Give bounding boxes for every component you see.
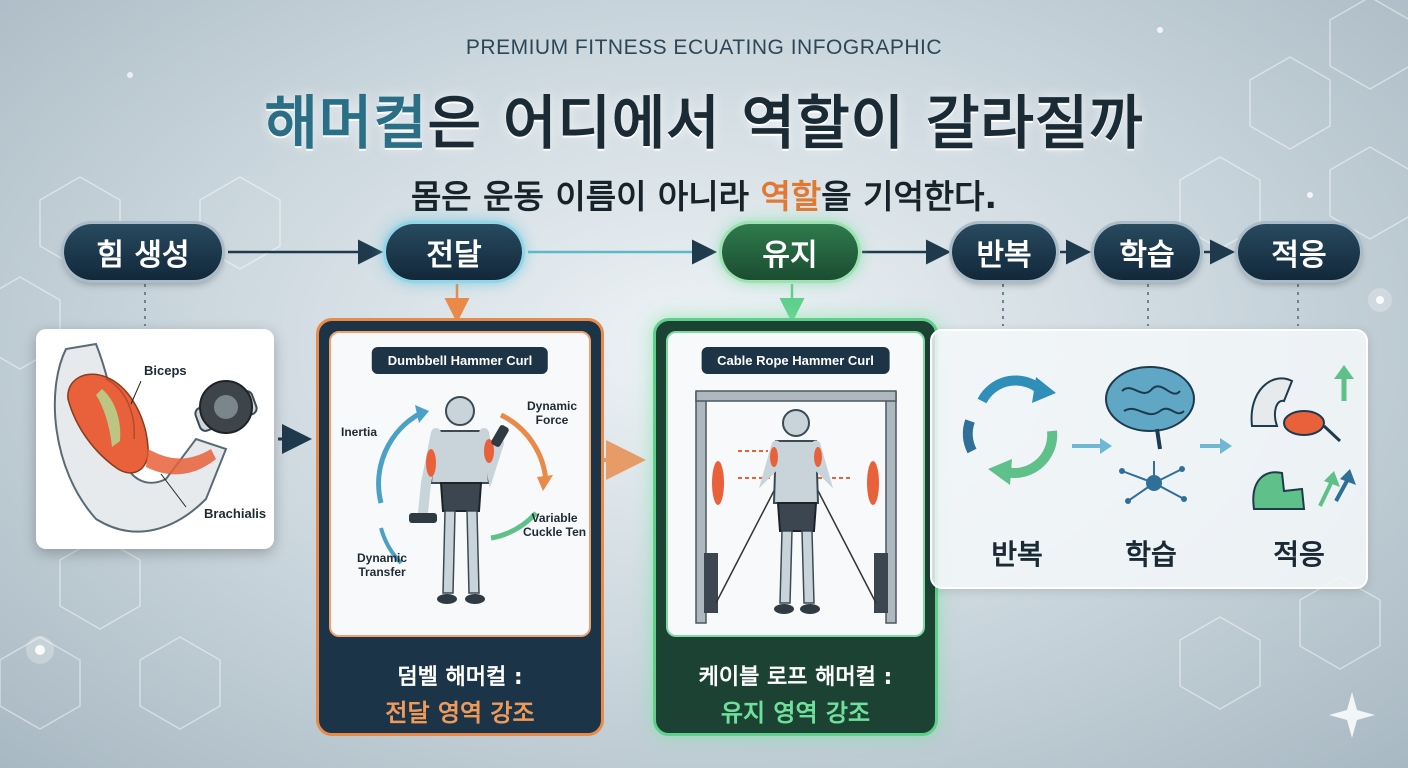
stage-learn-label: 학습 xyxy=(1125,538,1177,571)
brachialis-label: Brachialis xyxy=(204,506,267,521)
dumbbell-hammer-curl-card: Dumbbell Hammer Curl Inertia Dynami xyxy=(316,318,604,736)
biceps-label: Biceps xyxy=(144,363,187,378)
dynamic-transfer-label: Dynamic Transfer xyxy=(357,551,408,579)
anatomy-card: Biceps Brachialis xyxy=(36,329,274,549)
cable-illustration-panel: Cable Rope Hammer Curl xyxy=(666,331,925,637)
stage-adapt-label: 적응 xyxy=(1273,538,1325,571)
adaptation-icons xyxy=(962,365,1356,510)
variable-tension-label: Variable Cuckle Ten xyxy=(523,511,587,539)
stage-repeat-label: 반복 xyxy=(991,538,1043,571)
title-rest: 은 어디에서 역할이 갈라질까 xyxy=(427,89,1144,157)
step-maintain[interactable]: 유지 xyxy=(722,224,858,280)
subtitle-highlight: 역할 xyxy=(760,177,822,216)
step-force-generation[interactable]: 힘 생성 xyxy=(64,224,222,280)
dumbbell-caption-title: 덤벨 해머컬 : xyxy=(397,665,523,690)
adaptation-panel: 반복 학습 적응 xyxy=(930,329,1368,589)
step-repeat[interactable]: 반복 xyxy=(952,224,1056,280)
repeat-cycle-icon xyxy=(962,375,1058,485)
cable-card-tag: Cable Rope Hammer Curl xyxy=(701,347,890,374)
dumbbell-athlete-illustration xyxy=(376,396,553,604)
title-accent: 해머컬 xyxy=(264,89,428,157)
step-learn[interactable]: 학습 xyxy=(1094,224,1200,280)
brain-icon xyxy=(1105,366,1195,504)
dynamic-force-label: Dynamic Force xyxy=(527,399,578,427)
page-subtitle: 몸은 운동 이름이 아니라 역할을 기억한다. xyxy=(0,170,1408,218)
dumbbell-caption-emphasis: 전달 영역 강조 xyxy=(385,699,535,727)
step-adapt[interactable]: 적응 xyxy=(1238,224,1360,280)
step-transfer[interactable]: 전달 xyxy=(386,224,522,280)
dumbbell-card-tag: Dumbbell Hammer Curl xyxy=(371,347,549,374)
subtitle-pre: 몸은 운동 이름이 아니라 xyxy=(410,177,761,216)
muscle-growth-icon xyxy=(1250,365,1356,510)
subtitle-post: 을 기억한다. xyxy=(821,177,998,216)
eyebrow-text: PREMIUM FITNESS ECUATING INFOGRAPHIC xyxy=(465,36,943,59)
arm-muscle-illustration xyxy=(53,342,258,533)
cable-hammer-curl-card: Cable Rope Hammer Curl xyxy=(653,318,938,736)
dumbbell-illustration-panel: Dumbbell Hammer Curl Inertia Dynami xyxy=(329,331,591,637)
page-title: 해머컬은 어디에서 역할이 갈라질까 xyxy=(0,76,1408,160)
cable-athlete-illustration xyxy=(695,390,897,624)
inertia-label: Inertia xyxy=(341,425,378,439)
cable-caption-emphasis: 유지 영역 강조 xyxy=(720,699,871,727)
cable-caption-title: 케이블 로프 해머컬 : xyxy=(698,665,893,690)
